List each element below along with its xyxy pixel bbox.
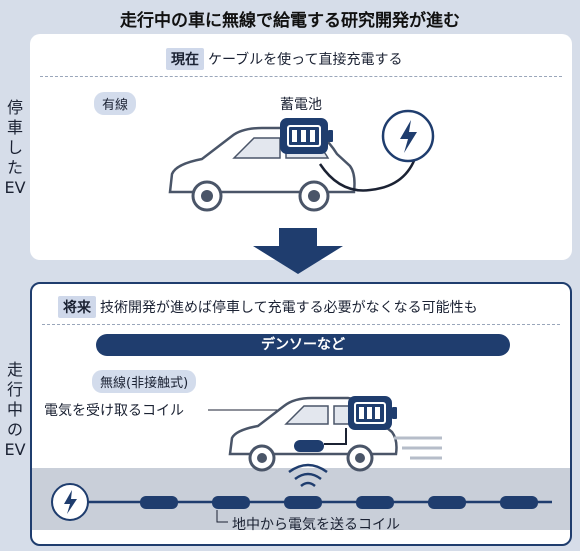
side-label-moving-ev: 走行中のEV [4, 360, 26, 459]
down-arrow-icon [253, 228, 343, 274]
future-tag: 将来 [58, 296, 96, 318]
wireless-label: 無線(非接触式) [92, 370, 197, 393]
current-tag: 現在 [166, 48, 204, 70]
charging-cable [318, 147, 420, 192]
speed-lines [394, 436, 442, 460]
lightning-icon [381, 109, 435, 163]
battery-icon [348, 396, 397, 430]
side-label-stopped-ev: 停車したEV [4, 98, 26, 197]
future-caption: 将来技術開発が進めば停車して充電する必要がなくなる可能性も [58, 296, 478, 318]
panel-future: 将来技術開発が進めば停車して充電する必要がなくなる可能性も デンソーなど 無線(… [30, 282, 572, 546]
car-coil-label: 電気を受け取るコイル [44, 403, 184, 419]
wired-label: 有線 [94, 92, 137, 115]
battery-label: 蓄電池 [280, 97, 322, 113]
car-coil-leader [208, 409, 278, 411]
current-text: ケーブルを使って直接充電する [208, 52, 403, 68]
lightning-icon [51, 483, 89, 521]
ground-coil-line [68, 496, 552, 523]
future-text: 技術開発が進めば停車して充電する必要がなくなる可能性も [100, 300, 478, 316]
ground-coil-label: 地中から電気を送るコイル [232, 517, 400, 533]
battery-icon [280, 118, 333, 154]
denso-banner: デンソーなど [96, 334, 510, 356]
wifi-icon [288, 463, 328, 487]
diagram-title: 走行中の車に無線で給電する研究開発が進む [120, 11, 460, 31]
panel-current: 現在ケーブルを使って直接充電する 有線 蓄電池 [30, 34, 572, 260]
current-caption: 現在ケーブルを使って直接充電する [166, 48, 402, 70]
car-icon [228, 396, 398, 472]
